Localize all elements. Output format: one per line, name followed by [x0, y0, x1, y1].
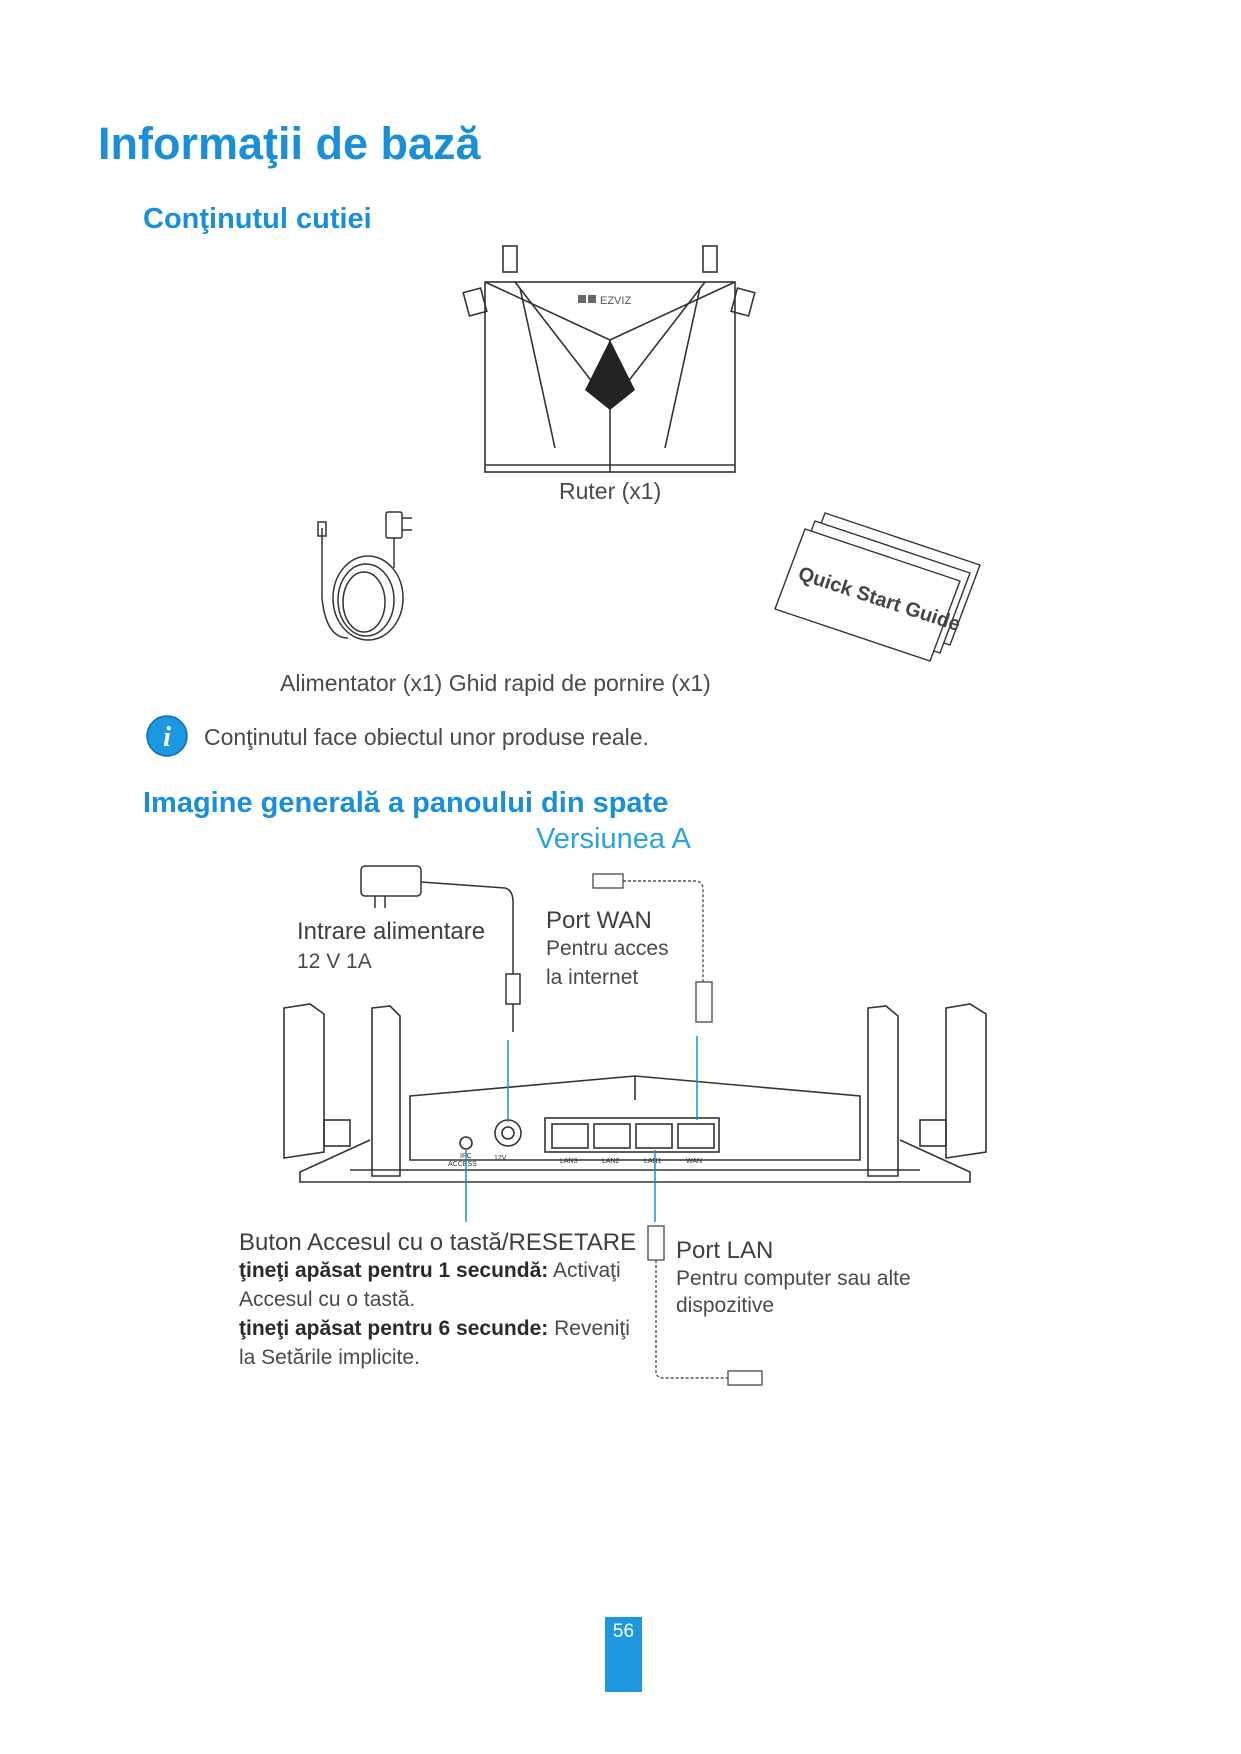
reset-hold6-text: Reveniţi: [554, 1317, 630, 1340]
router-brand-logo: EZVIZ: [600, 295, 631, 307]
info-icon: i: [146, 715, 188, 757]
svg-text:i: i: [163, 722, 171, 753]
panel-label-wan: WAN: [686, 1158, 702, 1165]
page-number: 56: [605, 1617, 642, 1692]
power-input-label: Intrare alimentare: [297, 918, 486, 945]
power-input-spec: 12 V 1A: [297, 950, 372, 973]
section-heading-box-contents: Conţinutul cutiei: [143, 203, 372, 235]
wan-port-label: Port WAN: [546, 907, 652, 934]
lan-port-desc-1: Pentru computer sau alte: [676, 1267, 911, 1290]
wan-cable-illustration: [592, 873, 713, 1023]
reset-hold6-text2: la Setările implicite.: [239, 1346, 420, 1369]
panel-label-lan1: LAN1: [644, 1158, 662, 1165]
wan-port-desc-2: la internet: [546, 966, 639, 989]
panel-label-12v: 12V: [494, 1155, 507, 1162]
quick-start-guide-illustration: Quick Start Guide: [774, 512, 981, 662]
lan-cable-illustration: [647, 1225, 763, 1386]
panel-label-lan2: LAN2: [602, 1158, 620, 1165]
page-title: Informaţii de bază: [98, 118, 481, 169]
router-rear-illustration: IPC ACCESS 12V LAN3 LAN2 LAN1 WAN: [283, 1003, 987, 1183]
router-front-illustration: EZVIZ: [462, 245, 756, 473]
router-caption: Ruter (x1): [559, 478, 662, 504]
section-heading-rear-panel: Imagine generală a panoului din spate: [143, 787, 669, 819]
power-adapter-illustration: [317, 511, 412, 641]
reset-button-label: Buton Accesul cu o tastă/RESETARE: [239, 1229, 637, 1256]
guide-caption-text: Ghid rapid de pornire (x1): [448, 670, 711, 696]
reset-hold6-line: ţineţi apăsat pentru 6 secunde: Reveniţi: [239, 1317, 630, 1341]
adapter-caption-text: Alimentator (x1): [280, 670, 443, 696]
power-plug-illustration: [360, 865, 521, 1032]
wan-port-desc-1: Pentru acces: [546, 937, 669, 960]
reset-hold6-bold: ţineţi apăsat pentru 6 secunde:: [239, 1317, 549, 1340]
reset-hold1-text2: Accesul cu o tastă.: [239, 1288, 416, 1311]
panel-label-access: ACCESS: [448, 1161, 477, 1168]
adapter-caption: Alimentator (x1) Ghid rapid de pornire (…: [280, 670, 711, 697]
version-label: Versiunea A: [536, 823, 691, 855]
reset-hold1-bold: ţineţi apăsat pentru 1 secundă:: [239, 1259, 549, 1282]
panel-label-lan3: LAN3: [560, 1158, 578, 1165]
reset-hold1-text: Activaţi: [552, 1259, 621, 1282]
lan-port-desc-2: dispozitive: [676, 1294, 775, 1317]
info-note: Conţinutul face obiectul unor produse re…: [204, 724, 649, 750]
reset-hold1-line: ţineţi apăsat pentru 1 secundă: Activaţi: [239, 1259, 621, 1283]
lan-port-label: Port LAN: [676, 1237, 774, 1264]
